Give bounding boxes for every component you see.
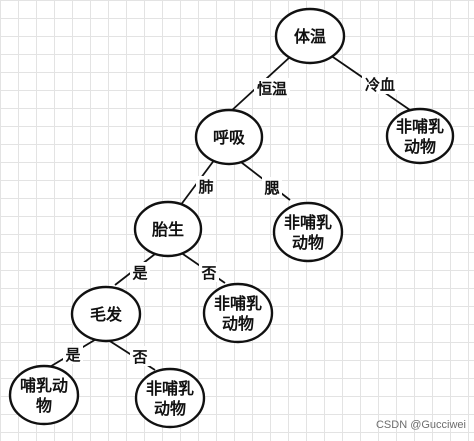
edge-label-hair-no-text: 否 [131, 348, 147, 366]
edge-label-warm-blooded-text: 恒温 [257, 80, 287, 98]
node-nonmammal-cold-line2: 动物 [404, 137, 436, 156]
node-hair: 毛发 [70, 285, 142, 343]
node-viviparous: 胎生 [133, 200, 203, 258]
edge-label-hair-yes: 是 [63, 344, 83, 364]
node-mammal: 哺乳动 物 [8, 364, 80, 426]
node-hair-label: 毛发 [90, 305, 123, 324]
node-mammal-line1: 哺乳动 [20, 376, 68, 395]
edge-label-lungs: 肺 [196, 176, 216, 196]
node-nonmammal-gills-line1: 非哺乳 [284, 213, 332, 232]
edge-label-viviparous-no-text: 否 [200, 264, 216, 282]
node-nonmammal-no-hair-line2: 动物 [154, 399, 186, 418]
node-nonmammal-gills-line2: 动物 [292, 233, 324, 252]
node-nonmammal-cold-line1: 非哺乳 [396, 117, 444, 136]
node-nonmammal-no-hair: 非哺乳 动物 [134, 367, 206, 429]
edge-label-lungs-text: 肺 [198, 178, 213, 196]
edge-label-hair-no: 否 [130, 346, 150, 366]
edge-label-gills: 腮 [262, 177, 282, 197]
edge-label-cold-blooded: 冷血 [362, 74, 398, 94]
node-viviparous-label: 胎生 [152, 220, 184, 239]
edge-label-viviparous-yes: 是 [130, 262, 150, 282]
node-nonmammal-cold: 非哺乳 动物 [385, 107, 455, 165]
node-nonmammal-not-viviparous-line1: 非哺乳 [214, 294, 262, 313]
edge-label-cold-blooded-text: 冷血 [365, 76, 395, 94]
node-body-temperature: 体温 [274, 7, 346, 65]
node-respiration-label: 呼吸 [213, 128, 246, 147]
edge-label-hair-yes-text: 是 [64, 346, 81, 364]
edge-label-warm-blooded: 恒温 [254, 78, 290, 98]
node-mammal-line2: 物 [36, 396, 52, 415]
node-nonmammal-gills: 非哺乳 动物 [272, 201, 344, 263]
edge-label-gills-text: 腮 [264, 179, 279, 197]
watermark: CSDN @Gucciwei [375, 419, 466, 431]
node-nonmammal-not-viviparous: 非哺乳 动物 [202, 282, 274, 344]
node-nonmammal-not-viviparous-line2: 动物 [222, 314, 254, 333]
node-body-temperature-label: 体温 [294, 27, 326, 46]
edge-label-viviparous-no: 否 [199, 262, 219, 282]
node-nonmammal-no-hair-line1: 非哺乳 [146, 379, 194, 398]
node-respiration: 呼吸 [194, 108, 264, 166]
edge-label-viviparous-yes-text: 是 [131, 264, 148, 282]
